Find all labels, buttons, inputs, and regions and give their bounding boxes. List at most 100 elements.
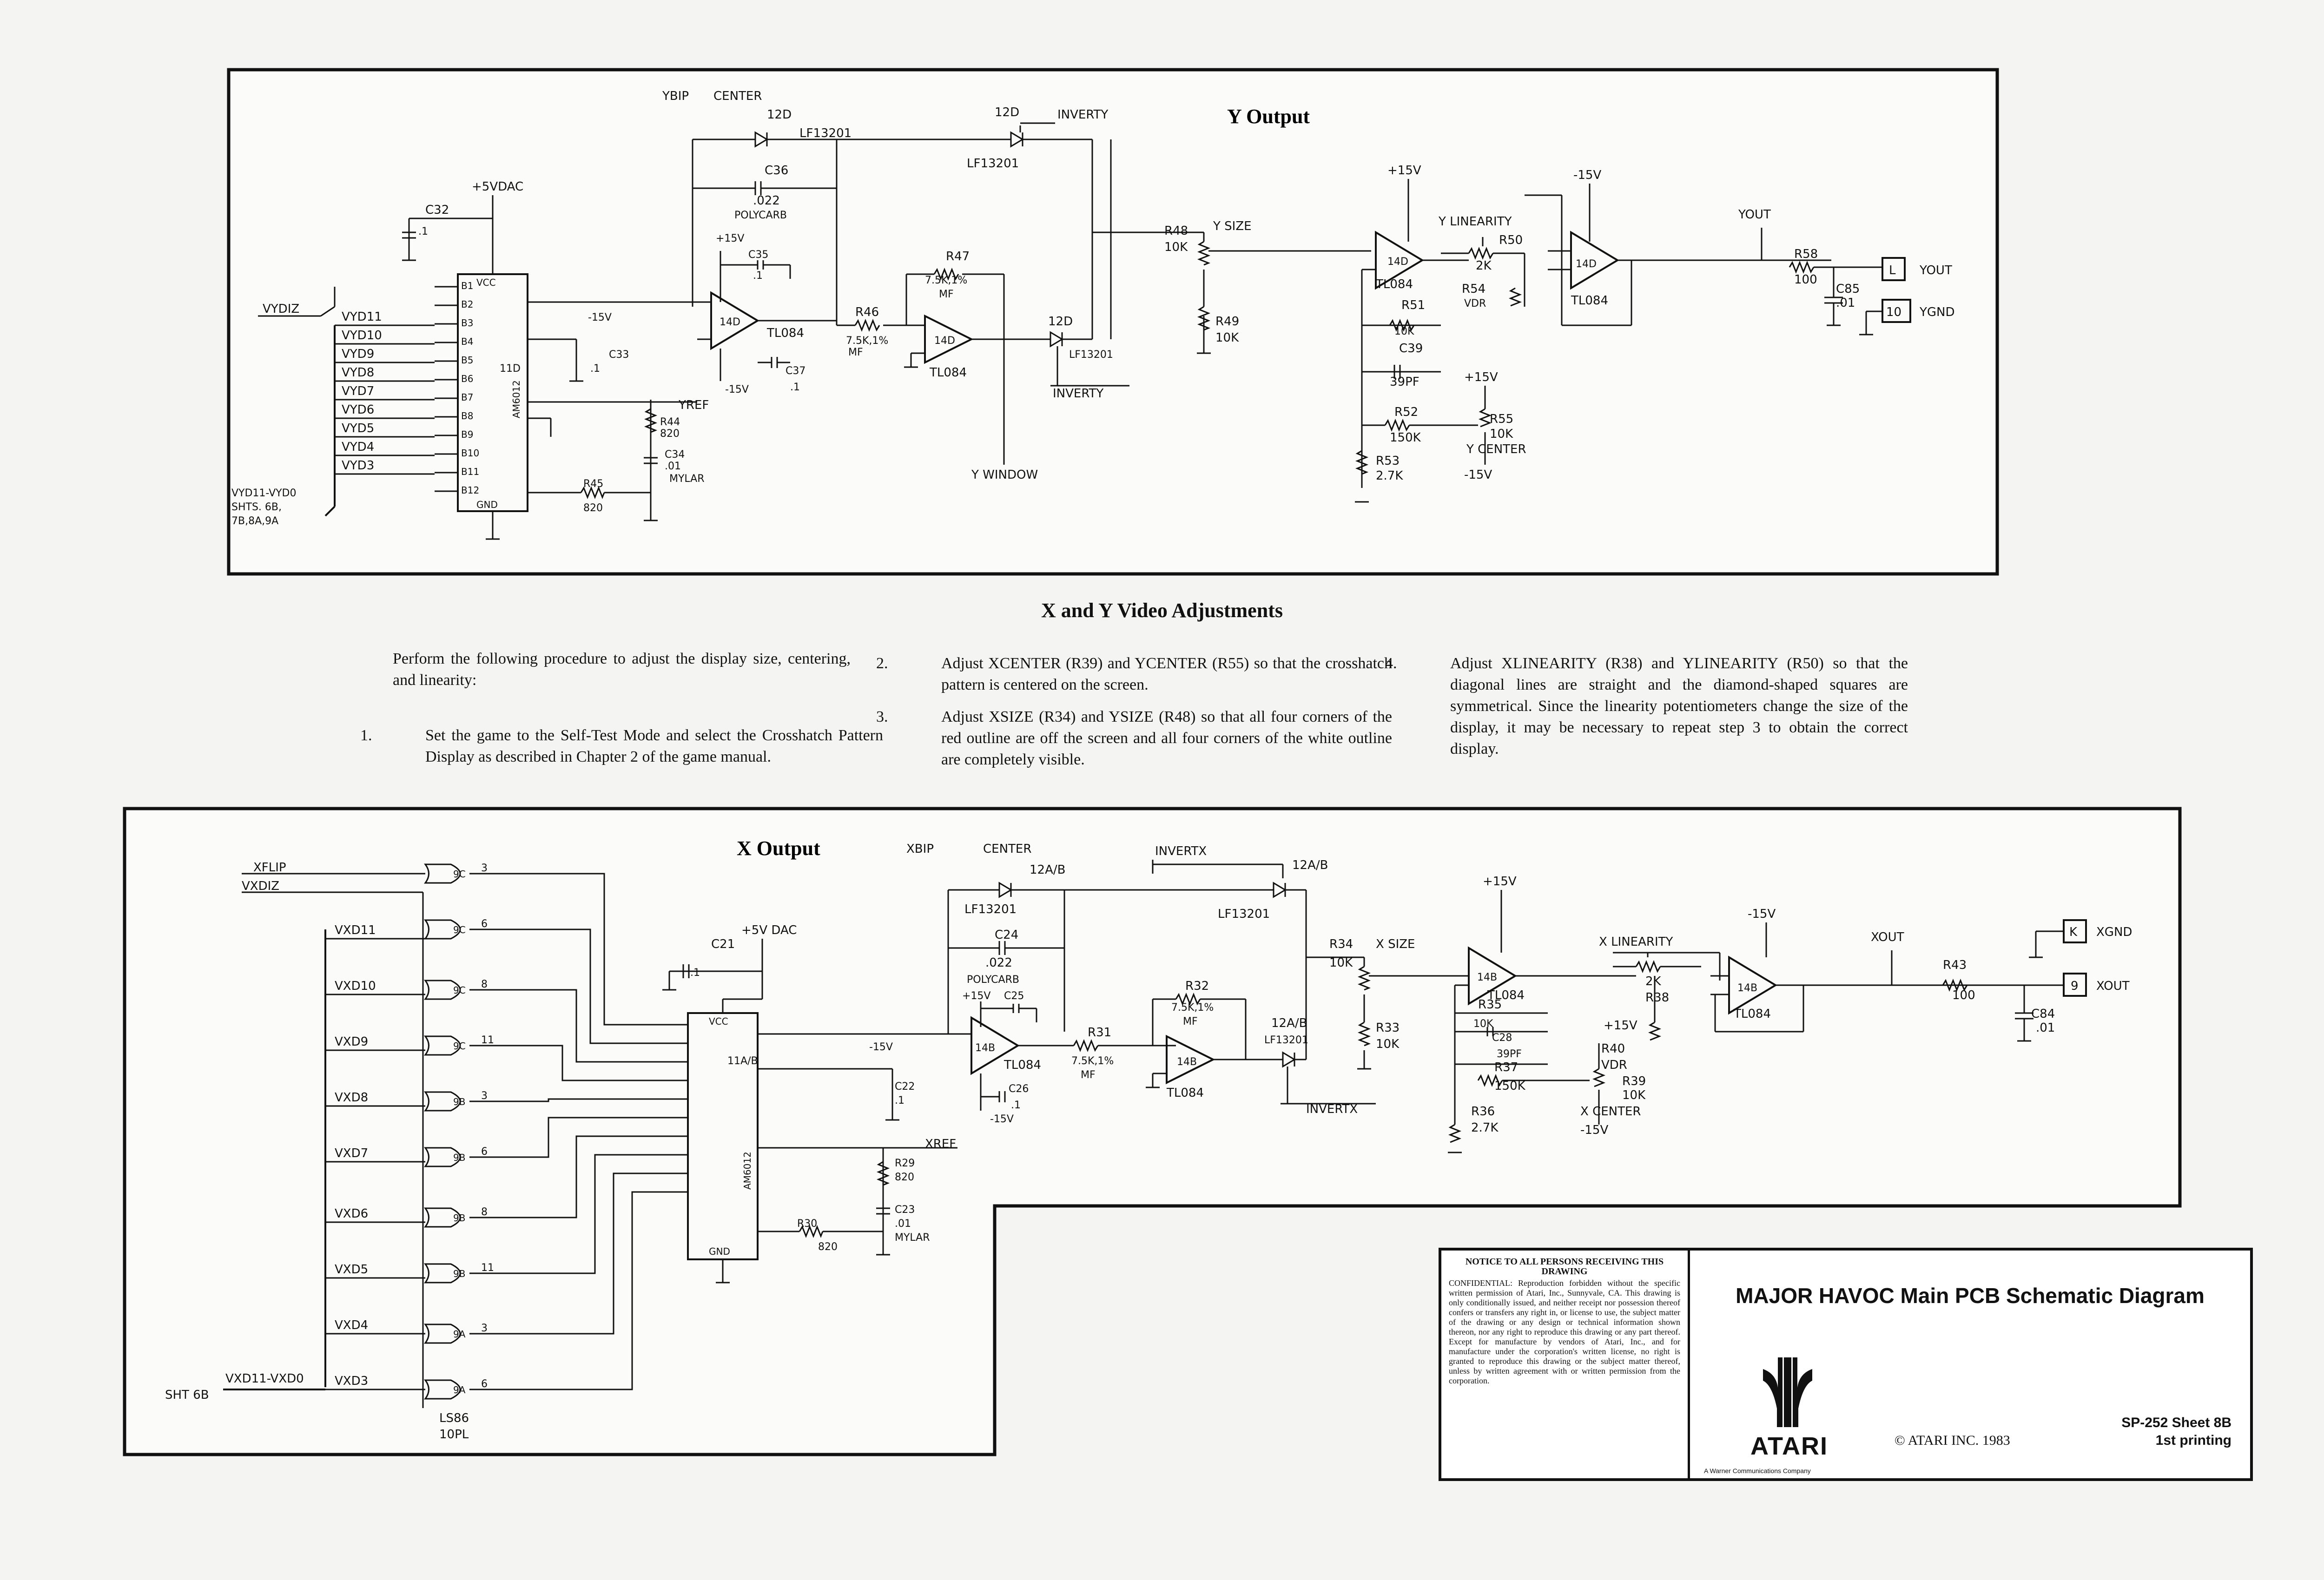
y-linearity: Y LINEARITY [1438, 215, 1512, 229]
drawing-title: MAJOR HAVOC Main PCB Schematic Diagram [1736, 1284, 2205, 1308]
c36-type: POLYCARB [734, 210, 787, 221]
ic12ab-b: 12A/B [1292, 858, 1328, 872]
c34-value: .01 [665, 461, 681, 472]
tl084-x-c: TL084 [1487, 988, 1525, 1002]
r35-value: 10K [1473, 1018, 1493, 1030]
bus-vxd6: VXD6 [335, 1207, 368, 1221]
bus-vyd9: VYD9 [342, 347, 374, 361]
r54-label: R54 [1462, 282, 1486, 296]
lf13201-c: LF13201 [1069, 349, 1113, 361]
r32-mf: MF [1183, 1016, 1198, 1027]
r45-label: R45 [583, 478, 603, 490]
bus-note-1: VYD11-VYD0 [231, 487, 297, 499]
y-window: Y WINDOW [971, 468, 1038, 482]
title-block: NOTICE TO ALL PERSONS RECEIVING THIS DRA… [1439, 1248, 2253, 1481]
x-mylar: MYLAR [895, 1232, 930, 1244]
r46-mf: MF [848, 347, 863, 358]
inverty-a: INVERTY [1057, 108, 1108, 122]
ic14d-d: 14D [1576, 258, 1597, 270]
dac-pin-b9: B9 [461, 429, 473, 440]
r34-value: 10K [1329, 956, 1353, 970]
r36-value: 2.7K [1471, 1121, 1499, 1135]
adjustments-title: X and Y Video Adjustments [1041, 599, 1283, 622]
p15v-c: +15V [1464, 370, 1498, 384]
ls86-label: LS86 [439, 1411, 469, 1425]
p15v-x-c: +15V [1604, 1019, 1637, 1033]
m15v-x-b: -15V [990, 1113, 1014, 1125]
copyright: © ATARI INC. 1983 [1895, 1433, 2010, 1448]
lf13201-x-b: LF13201 [1218, 907, 1270, 921]
x-size: X SIZE [1376, 937, 1415, 951]
x-center: X CENTER [1580, 1105, 1641, 1119]
tl084-x-d: TL084 [1733, 1007, 1771, 1021]
bus-note: VXD11-VXD0 [225, 1372, 304, 1386]
p5vdac-label: +5VDAC [472, 180, 523, 194]
conn-k: K [2069, 925, 2078, 939]
conn-10: 10 [1886, 305, 1901, 319]
confidential-notice: NOTICE TO ALL PERSONS RECEIVING THIS DRA… [1441, 1251, 1690, 1478]
r47-label: R47 [946, 250, 970, 263]
x-center-top: CENTER [983, 842, 1031, 856]
m15v-x-dac: -15V [869, 1041, 893, 1053]
r52-label: R52 [1394, 405, 1418, 419]
vxdiz-label: VXDIZ [242, 879, 279, 893]
gate-9b-4-out: 11 [481, 1262, 494, 1274]
c34-label: C34 [665, 449, 685, 461]
dac-pin-b11: B11 [461, 466, 479, 477]
ic14b-a: 14B [975, 1042, 995, 1054]
gate-9b-2-out: 6 [481, 1146, 488, 1158]
ic14b-d: 14B [1737, 982, 1757, 994]
tl084-x-b: TL084 [1166, 1086, 1204, 1100]
c32-value: .1 [418, 226, 428, 237]
dac-x-vcc: VCC [709, 1016, 728, 1027]
vydiz-label: VYDIZ [263, 302, 299, 316]
notice-heading: NOTICE TO ALL PERSONS RECEIVING THIS DRA… [1465, 1257, 1664, 1277]
sheet-info: SP-252 Sheet 8B 1st printing [2121, 1414, 2232, 1449]
dac-pin-b2: B2 [461, 299, 473, 310]
p15v-b: +15V [1387, 164, 1421, 178]
gate-9b-1: 9B [453, 1096, 465, 1107]
m15v-c: -15V [1464, 468, 1492, 482]
adjustment-step-3: 3.Adjust XSIZE (R34) and YSIZE (R48) so … [876, 706, 1392, 770]
r44-value: 820 [660, 428, 680, 440]
c28-label: C28 [1492, 1032, 1512, 1044]
gate-9c-2-out: 6 [481, 918, 488, 930]
r30-value: 820 [818, 1241, 838, 1253]
c25-label: C25 [1004, 990, 1024, 1002]
atari-logo-icon [1763, 1357, 1812, 1427]
xor-gates: 9C 3 9C 6 9C 8 9C 11 9B 3 9B 6 9B 8 9B 1… [424, 862, 494, 1442]
title-block-main: MAJOR HAVOC Main PCB Schematic Diagram A… [1690, 1251, 2250, 1478]
tl084-c: TL084 [1375, 277, 1413, 291]
ybip-label: YBIP [662, 89, 689, 103]
conn-k-name: XGND [2096, 925, 2132, 939]
bus-vyd10: VYD10 [342, 329, 382, 342]
gate-9b-4: 9B [453, 1268, 465, 1279]
step-2-number: 2. [876, 655, 888, 672]
step-1-text: Set the game to the Self-Test Mode and s… [425, 727, 883, 765]
inverty-b: INVERTY [1053, 387, 1103, 401]
c22-label: C22 [895, 1081, 915, 1093]
x-output-title: X Output [737, 837, 820, 860]
ic14b-b: 14B [1177, 1056, 1197, 1068]
step-2-text: Adjust XCENTER (R39) and YCENTER (R55) s… [941, 655, 1392, 693]
dac-pin-b8: B8 [461, 410, 473, 421]
r31-value: 7.5K,1% [1071, 1055, 1114, 1067]
p15v-a: +15V [716, 233, 744, 244]
gate-9b-1-out: 3 [481, 1090, 488, 1102]
xflip-label: XFLIP [253, 861, 286, 875]
c37-value: .1 [790, 382, 800, 393]
c33-value: .1 [590, 363, 600, 375]
r32-label: R32 [1185, 979, 1209, 993]
bus-vyd3: VYD3 [342, 459, 374, 473]
p15v-x-b: +15V [1483, 875, 1517, 889]
invertx-b: INVERTX [1306, 1102, 1358, 1116]
bus-vxd4: VXD4 [335, 1318, 368, 1332]
printing: 1st printing [2155, 1433, 2232, 1448]
ic12ab-c: 12A/B [1271, 1016, 1307, 1030]
gate-9b-2: 9B [453, 1152, 465, 1163]
gate-9a-2: 9A [453, 1384, 466, 1396]
gate-9c-3: 9C [453, 985, 466, 996]
dac-pin-b12: B12 [461, 485, 479, 496]
bus-vxd8: VXD8 [335, 1091, 368, 1105]
